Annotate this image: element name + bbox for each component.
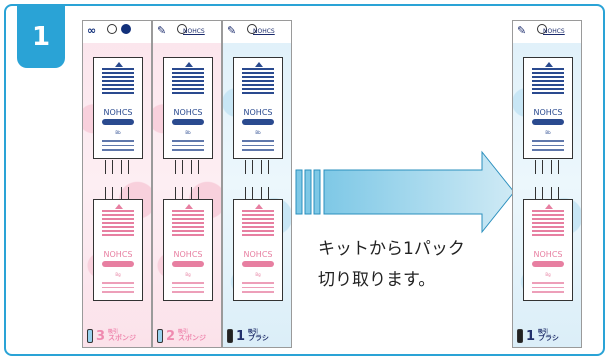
- kit-pack-brush-1: ✎ NOHCS NOHCS Bb NOHCS Bg 1 吸引ブラシ: [222, 20, 292, 348]
- brush-icon: [87, 329, 93, 343]
- kit-pack-sponge-3: ∞ NOHCS Bb NOHCS Bg 3 吸引スポンジ: [82, 20, 152, 348]
- circle-icon: [107, 24, 117, 34]
- instruction-card: NOHCS Bg: [523, 199, 573, 301]
- caption-line-2: 切り取ります。: [318, 270, 436, 291]
- instruction-card: NOHCS Bg: [163, 199, 213, 301]
- pack-label: 1 吸引ブラシ: [517, 329, 559, 343]
- instruction-card: NOHCS Bb: [233, 57, 283, 159]
- instruction-card: NOHCS Bb: [523, 57, 573, 159]
- circle-icon: [121, 24, 131, 34]
- brush-icon: [227, 329, 233, 343]
- instruction-card: NOHCS Bg: [93, 199, 143, 301]
- kit-pack-sponge-2: ✎ NOHCS NOHCS Bb NOHCS Bg 2 吸引スポンジ: [152, 20, 222, 348]
- step-badge: 1: [17, 6, 65, 68]
- pack-label: 3 吸引スポンジ: [87, 329, 136, 343]
- separated-pack-brush-1: ✎ NOHCS NOHCS Bb NOHCS Bg 1 吸引ブラシ: [512, 20, 582, 348]
- instruction-card: NOHCS Bg: [233, 199, 283, 301]
- brush-icon: [517, 329, 523, 343]
- instruction-card: NOHCS Bb: [93, 57, 143, 159]
- pack-label: 1 吸引ブラシ: [227, 329, 269, 343]
- circle-icon: [537, 24, 547, 34]
- right-arrow-icon: [295, 150, 515, 234]
- brush-icon: [157, 329, 163, 343]
- brand-logo-icon: ✎: [227, 24, 237, 37]
- instruction-caption: キットから1パック 切り取ります。: [318, 234, 465, 297]
- circle-icon: [247, 24, 257, 34]
- caption-line-1: キットから1パック: [318, 239, 465, 259]
- brand-logo-icon: ✎: [157, 24, 167, 37]
- brand-logo-icon: ✎: [517, 24, 527, 37]
- pack-label: 2 吸引スポンジ: [157, 329, 206, 343]
- brand-logo-icon: ∞: [87, 24, 97, 37]
- instruction-card: NOHCS Bb: [163, 57, 213, 159]
- circle-icon: [177, 24, 187, 34]
